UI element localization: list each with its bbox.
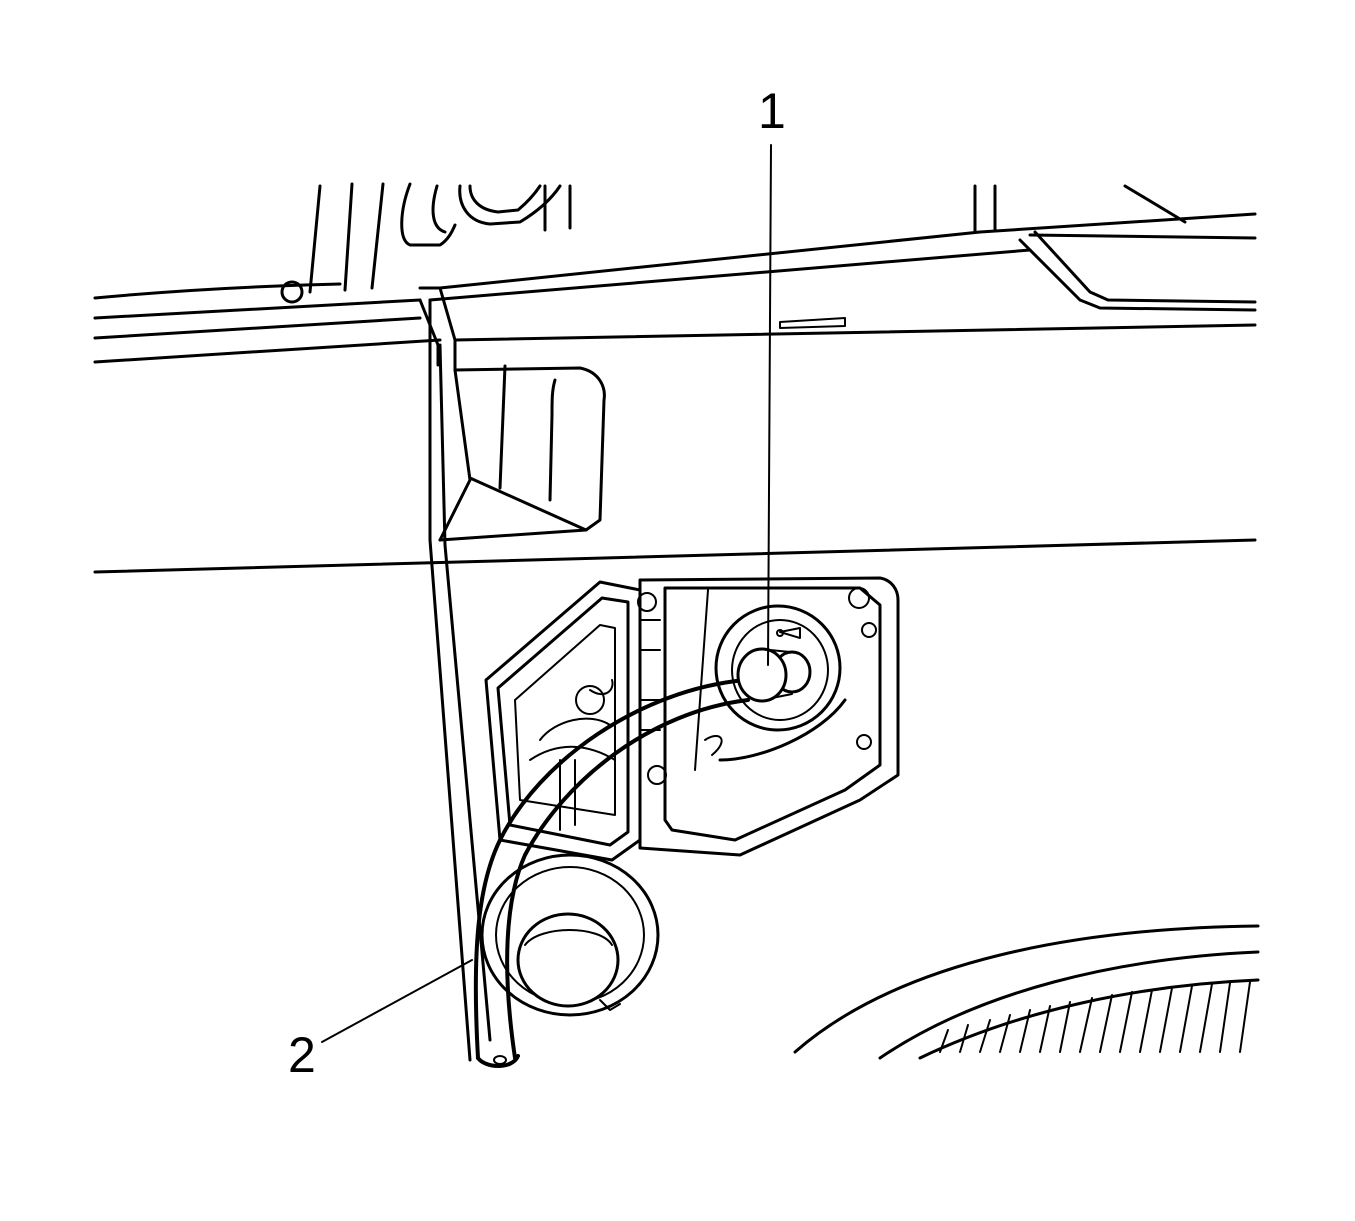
- tire-tread: [939, 981, 1251, 1053]
- callout-1: 1: [758, 83, 786, 139]
- leader-line-1: [767, 144, 772, 666]
- fuel-cap: [480, 853, 660, 1017]
- callout-2: 2: [288, 1027, 316, 1083]
- filler-adapter: [736, 647, 812, 703]
- hose: [473, 678, 750, 1068]
- interior-structure: [308, 182, 997, 294]
- upper-body-panel: [93, 184, 1257, 372]
- wheel: [793, 924, 1260, 1060]
- leader-line-2: [321, 959, 473, 1043]
- body-side-line: [93, 538, 1257, 574]
- rear-pillar: [428, 298, 606, 1062]
- filler-pocket: [637, 576, 900, 857]
